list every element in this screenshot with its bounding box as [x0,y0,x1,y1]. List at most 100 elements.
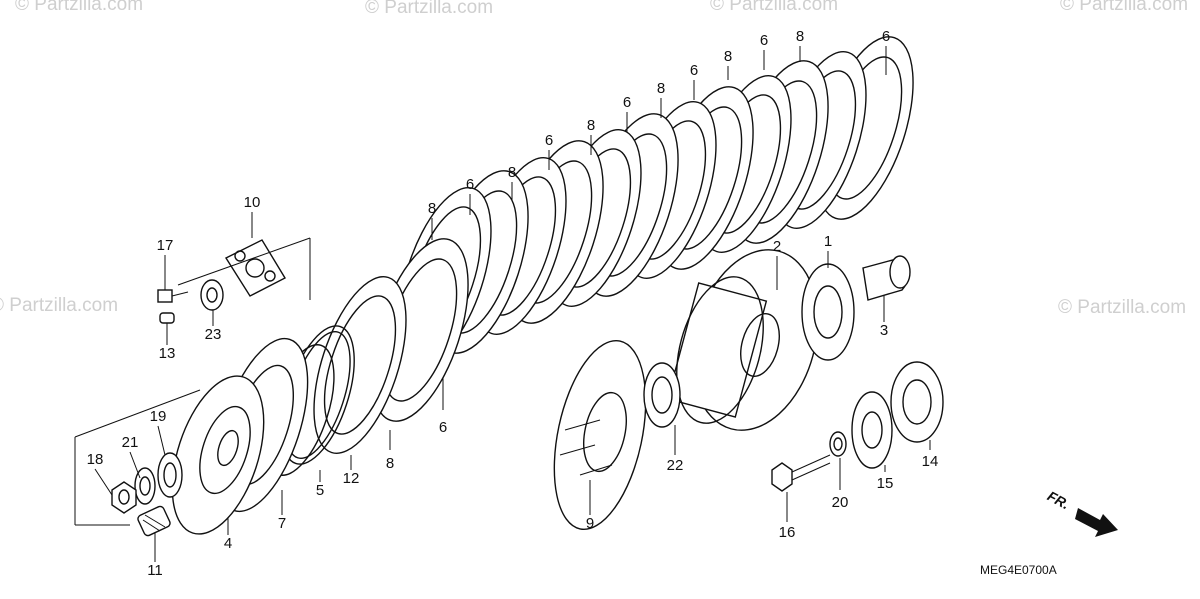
spring-coil [144,514,166,528]
washer-22 [643,362,681,428]
callout-11: 11 [147,562,163,579]
lifter-plate-boss [245,258,265,278]
clutch-center [171,375,265,535]
pressure-plate-9 [553,339,647,531]
pressure-plate-boss [579,464,613,476]
clutch-plate-stack [313,36,914,454]
washer-20-hole [833,437,843,451]
lifter-group [157,237,311,324]
bushing-3-end [889,255,911,289]
clutch-center-bore [217,429,239,467]
callout-1: 1 [824,233,832,250]
pressure-plate-boss [564,419,601,431]
pressure-plate-9-group [553,339,681,531]
clutch-outer-hub [740,313,780,377]
spring-11 [137,505,171,537]
steel-plate [313,276,407,454]
gear-14-bore [902,379,932,425]
right-hardware [771,361,944,492]
watermark: © Partzilla.com [1060,0,1188,15]
leader-lines [94,46,931,562]
callout-19: 19 [150,408,167,425]
clutch-outer-basket [666,282,768,418]
gear-1 [801,263,855,361]
gear-14 [890,361,944,443]
callout-14: 14 [922,453,939,470]
pressure-plate-9-center [583,391,627,473]
front-direction-indicator: FR. [1045,488,1118,537]
gear-1-bore [813,285,843,339]
callout-9: 9 [586,515,594,532]
watermark: © Partzilla.com [365,0,493,18]
bolt-16-head [771,462,793,492]
callout-13: 13 [159,345,176,362]
callout-12: 12 [343,470,360,487]
bolt-17-head [157,289,173,303]
bolt-16-shank [791,454,831,473]
pressure-plate-boss [559,444,596,456]
diagram-code: MEG4E0700A [980,563,1057,577]
callout-22: 22 [667,457,684,474]
callout-8: 8 [587,117,595,134]
watermark: © Partzilla.com [0,295,118,316]
lock-nut-hole [118,489,130,505]
lock-nut-18 [111,481,137,514]
washer-19 [157,452,183,498]
washer-22-hole [651,376,673,414]
watermark-layer: © Partzilla.com © Partzilla.com © Partzi… [0,0,1188,318]
steel-plate-inner [323,295,397,435]
bearing-23 [200,279,224,311]
callout-labels: 6 8 6 8 6 8 6 8 6 8 6 8 6 8 6 10 17 23 1… [87,28,939,579]
gear-15 [851,391,893,469]
washer-19-hole [163,462,177,488]
callout-15: 15 [877,475,894,492]
callout-6: 6 [466,176,474,193]
lifter-plate-10 [224,239,286,297]
callout-6: 6 [545,132,553,149]
washer-21-hole [139,476,151,496]
callout-23: 23 [205,326,222,343]
callout-2: 2 [773,238,781,255]
watermark: © Partzilla.com [710,0,838,15]
watermark: © Partzilla.com [15,0,143,15]
callout-6: 6 [882,28,890,45]
callout-6: 6 [760,32,768,49]
left-hardware [74,389,201,537]
callout-8: 8 [508,164,516,181]
callout-6: 6 [690,62,698,79]
gear-15-bore [861,411,883,449]
spring-coil [142,519,161,532]
clutch-outer-inner [676,276,764,424]
callout-4: 4 [224,535,232,552]
callout-8: 8 [428,200,436,217]
callout-8: 8 [724,48,732,65]
front-label: FR. [1045,488,1072,513]
callout-8: 8 [796,28,804,45]
lifter-plate-hole [234,250,246,262]
bolt-17-shank [171,291,189,297]
callout-18: 18 [87,451,104,468]
callout-7: 7 [278,515,286,532]
bolt-16-shank [791,462,831,481]
callout-16: 16 [779,524,796,541]
pin-13 [159,312,175,324]
callout-3: 3 [880,322,888,339]
clutch-outer [666,249,819,431]
callout-6: 6 [439,419,447,436]
callout-8: 8 [657,80,665,97]
watermark: © Partzilla.com [1058,297,1186,318]
callout-10: 10 [244,194,261,211]
callout-17: 17 [157,237,174,254]
callout-8: 8 [386,455,394,472]
callout-5: 5 [316,482,324,499]
front-arrow-icon [1075,508,1118,537]
callout-6: 6 [623,94,631,111]
group-bracket [177,237,311,286]
bearing-23-bore [206,287,218,303]
lifter-plate-hole [264,270,276,282]
clutch-center-hub [199,405,251,495]
callout-21: 21 [122,434,139,451]
washer-20 [829,431,847,457]
gear-and-bushing [801,255,911,361]
